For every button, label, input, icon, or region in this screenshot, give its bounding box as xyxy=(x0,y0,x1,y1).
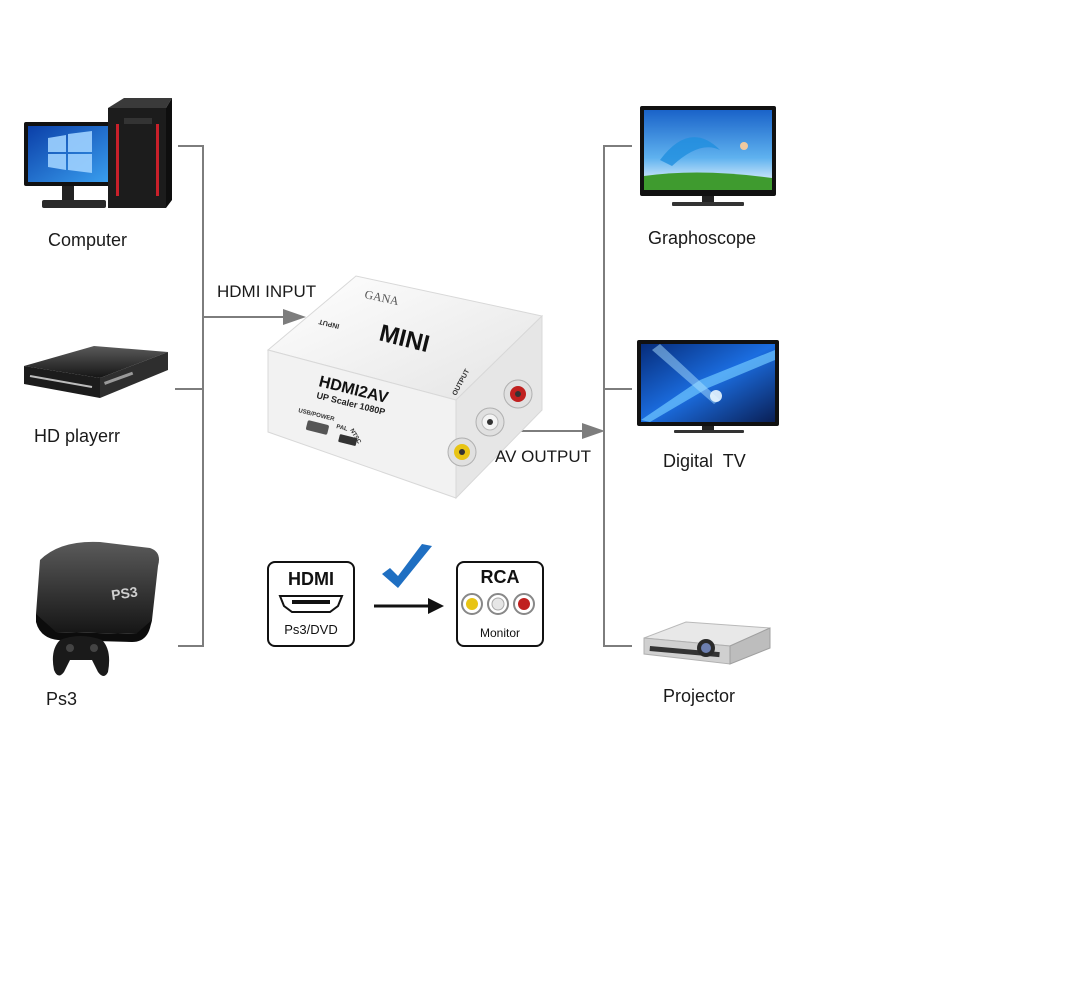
hdmi2av-converter xyxy=(266,275,544,500)
device-switch-pal: PAL xyxy=(336,424,349,433)
check-icon xyxy=(382,544,432,588)
output-label-projector: Projector xyxy=(663,686,736,706)
svg-text:PS3: PS3 xyxy=(110,583,139,603)
av-output-label: AV OUTPUT xyxy=(495,447,592,466)
source-label-ps3: Ps3 xyxy=(46,689,78,709)
rca-legend-box xyxy=(456,561,544,647)
output-label-digital-tv: Digital TV xyxy=(663,451,746,471)
output-arrow-head xyxy=(582,423,605,439)
flat-tv-icon xyxy=(637,340,779,433)
output-label-graphoscope: Graphoscope xyxy=(648,228,757,248)
rca-legend-sub: Monitor xyxy=(480,626,520,640)
source-label-hd-player: HD playerr xyxy=(34,426,121,446)
hdmi-input-label: HDMI INPUT xyxy=(217,282,317,301)
television-icon xyxy=(640,106,776,206)
hdmi-legend-box xyxy=(267,561,355,647)
input-bracket xyxy=(175,145,285,647)
legend-arrow-head xyxy=(428,598,444,614)
hdmi-legend-sub: Ps3/DVD xyxy=(284,622,337,637)
dvd-player-icon xyxy=(24,346,168,398)
computer-icon xyxy=(24,98,172,208)
rca-legend-title: RCA xyxy=(481,567,520,587)
game-console-icon: PS3 xyxy=(36,541,159,676)
input-arrow-head xyxy=(283,309,306,325)
projector-icon xyxy=(643,621,771,665)
source-label-computer: Computer xyxy=(48,230,128,250)
hdmi-legend-title: HDMI xyxy=(288,569,334,589)
